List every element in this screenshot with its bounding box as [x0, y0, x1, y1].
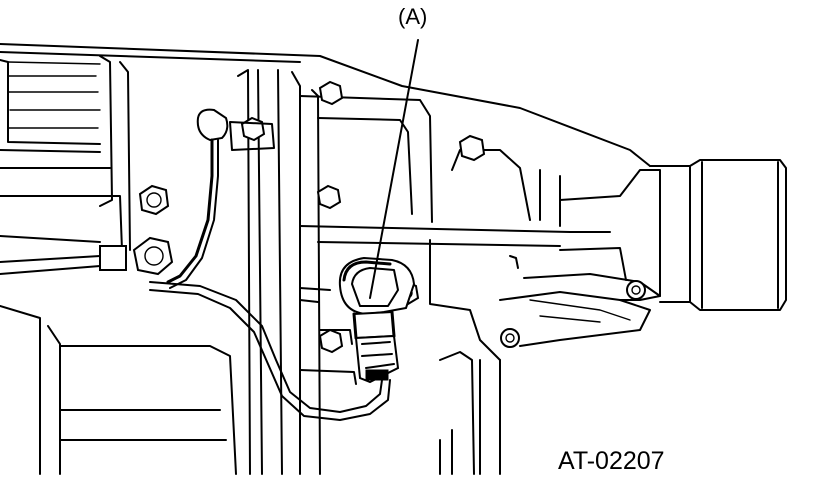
callout-label: (A): [398, 4, 428, 29]
harness-connector-icon: [0, 138, 391, 421]
speed-sensor-icon: [338, 256, 416, 384]
transmission-case-icon: [0, 43, 787, 475]
callout-leader-line: [369, 39, 419, 299]
figure-code: AT-02207: [558, 447, 665, 475]
